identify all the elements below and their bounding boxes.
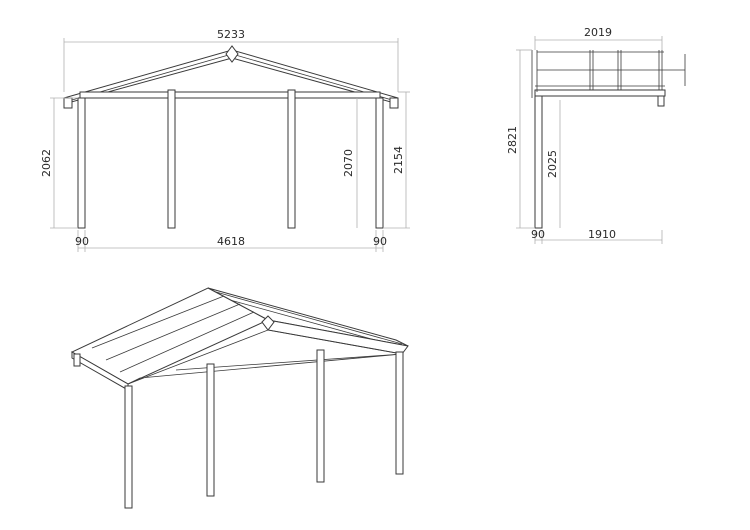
post-right [375,97,384,229]
total-height-label: 2821 [506,126,519,154]
post-height-dimension: 2025 [546,100,561,228]
total-height-dimension: 2821 [506,49,535,229]
front-view: 5233 2062 [40,28,410,252]
side-view: 2019 2821 [506,26,686,244]
post-height-inner-label: 2070 [342,149,355,177]
side-post [534,95,543,229]
post-height-left-dimension: 2062 [40,97,78,229]
overall-width-dimension: 5233 [63,28,399,92]
post-span-label: 4618 [217,235,245,248]
post-width-left-label: 90 [75,235,89,248]
iso-ridge-cap [261,315,275,331]
front-roof [63,45,399,109]
side-span-label: 1910 [588,228,616,241]
isometric-view [70,287,409,509]
side-bottom-dimensions: 90 1910 [531,228,663,244]
iso-post-front-left [124,385,133,509]
post-width-right-label: 90 [373,235,387,248]
bottom-dimensions: 90 4618 90 [75,230,387,252]
iso-post-front-mid [206,363,215,497]
overall-height-dimension: 2154 [383,91,410,229]
overall-width-label: 5233 [217,28,245,41]
post-inner-left [167,89,176,229]
post-inner-right [287,89,296,229]
post-left [77,97,86,229]
roof-depth-dimension: 2019 [534,26,663,50]
roof-depth-label: 2019 [584,26,612,39]
side-post-width-label: 90 [531,228,545,241]
iso-post-back-mid [316,349,325,483]
post-height-left-label: 2062 [40,149,53,177]
side-roof [531,50,686,107]
side-post-height-label: 2025 [546,150,559,178]
iso-post-back-right [395,351,404,475]
front-posts [77,89,384,229]
overall-height-label: 2154 [392,146,405,174]
post-height-inner-dimension: 2070 [342,98,358,228]
